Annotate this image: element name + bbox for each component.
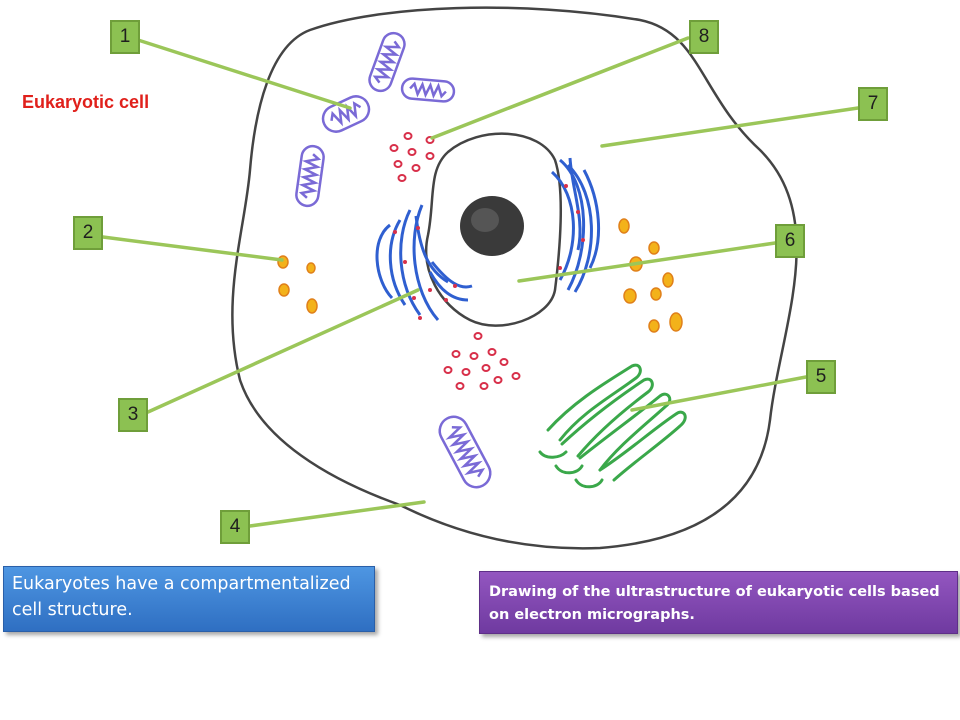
pointer-line-4 [248,500,426,528]
vesicles [389,132,521,390]
pointer-line-7 [600,106,860,148]
caption-compartmentalized: Eukaryotes have a compartmentalized cell… [3,566,375,632]
label-7: 7 [858,87,888,121]
mitochondria [295,31,492,489]
pointer-line-1 [136,38,352,110]
diagram-title: Eukaryotic cell [22,92,150,112]
ribosomes [393,184,585,320]
label-6: 6 [775,224,805,258]
label-2: 2 [73,216,103,250]
nucleolus-highlight [471,208,499,232]
label-3: 3 [118,398,148,432]
pointer-line-8 [430,36,690,140]
label-4: 4 [220,510,250,544]
golgi-apparatus [538,363,687,489]
caption-ultrastructure: Drawing of the ultrastructure of eukaryo… [479,571,958,634]
pointer-line-5 [630,375,808,412]
pointer-lines [101,36,860,528]
label-5: 5 [806,360,836,394]
pointer-line-2 [101,235,284,262]
label-8: 8 [689,20,719,54]
endoplasmic-reticulum-left [375,204,473,321]
label-1: 1 [110,20,140,54]
pointer-line-3 [146,288,420,414]
endoplasmic-reticulum-right [550,157,600,293]
lysosomes [277,218,683,333]
pointer-line-6 [517,241,777,283]
